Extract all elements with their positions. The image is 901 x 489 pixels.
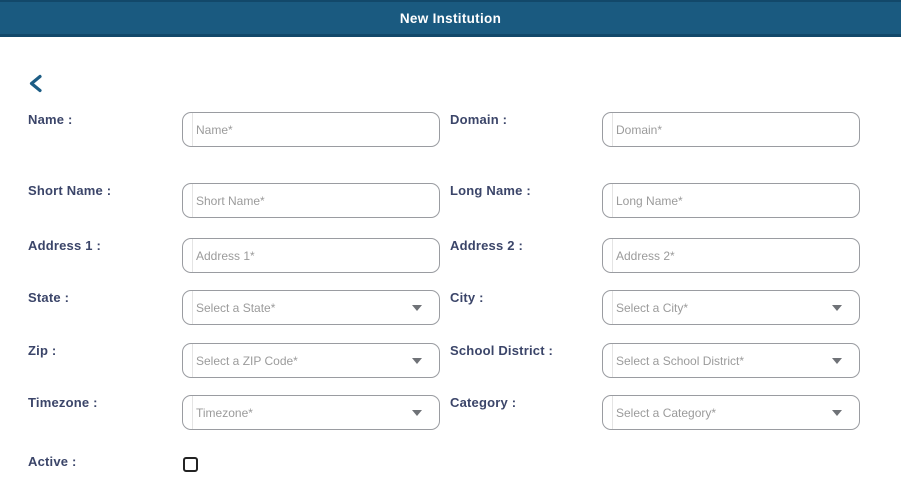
back-button[interactable]	[22, 72, 48, 98]
school-district-field-wrap: Select a School District*	[602, 343, 860, 378]
zip-label: Zip :	[28, 343, 57, 358]
form-row-timezone-category: Timezone : Timezone* Category : Select a…	[28, 395, 860, 430]
address2-field-wrap	[602, 238, 860, 273]
short-name-field-wrap	[182, 183, 440, 218]
long-name-field-wrap	[602, 183, 860, 218]
active-checkbox[interactable]	[183, 457, 198, 472]
short-name-label: Short Name :	[28, 183, 112, 198]
timezone-select[interactable]: Timezone*	[182, 395, 440, 430]
school-district-select-value: Select a School District*	[616, 353, 745, 368]
city-label: City :	[450, 290, 484, 305]
state-select-value: Select a State*	[196, 300, 276, 315]
timezone-label: Timezone :	[28, 395, 98, 410]
caret-down-icon	[832, 357, 842, 364]
form-row-name-domain: Name : Domain :	[28, 112, 860, 147]
school-district-label: School District :	[450, 343, 554, 358]
short-name-input[interactable]	[182, 183, 440, 218]
form-row-address: Address 1 : Address 2 :	[28, 238, 860, 273]
city-select-value: Select a City*	[616, 300, 689, 315]
caret-down-icon	[412, 304, 422, 311]
caret-down-icon	[412, 357, 422, 364]
state-select[interactable]: Select a State*	[182, 290, 440, 325]
form-row-state-city: State : Select a State* City : Select a …	[28, 290, 860, 325]
name-field-wrap	[182, 112, 440, 147]
address1-input[interactable]	[182, 238, 440, 273]
form-row-active: Active :	[28, 454, 860, 477]
zip-select[interactable]: Select a ZIP Code*	[182, 343, 440, 378]
address1-field-wrap	[182, 238, 440, 273]
form-row-shortname-longname: Short Name : Long Name :	[28, 183, 860, 218]
page-title: New Institution	[399, 10, 502, 26]
category-field-wrap: Select a Category*	[602, 395, 860, 430]
caret-down-icon	[412, 409, 422, 416]
city-select[interactable]: Select a City*	[602, 290, 860, 325]
name-input[interactable]	[182, 112, 440, 147]
long-name-label: Long Name :	[450, 183, 531, 198]
category-select[interactable]: Select a Category*	[602, 395, 860, 430]
category-select-value: Select a Category*	[616, 405, 717, 420]
domain-label: Domain :	[450, 112, 508, 127]
timezone-select-value: Timezone*	[196, 405, 253, 420]
chevron-left-icon	[27, 74, 44, 96]
long-name-input[interactable]	[602, 183, 860, 218]
category-label: Category :	[450, 395, 517, 410]
domain-field-wrap	[602, 112, 860, 147]
zip-field-wrap: Select a ZIP Code*	[182, 343, 440, 378]
timezone-field-wrap: Timezone*	[182, 395, 440, 430]
caret-down-icon	[832, 304, 842, 311]
city-field-wrap: Select a City*	[602, 290, 860, 325]
address1-label: Address 1 :	[28, 238, 102, 253]
zip-select-value: Select a ZIP Code*	[196, 353, 298, 368]
school-district-select[interactable]: Select a School District*	[602, 343, 860, 378]
caret-down-icon	[832, 409, 842, 416]
domain-input[interactable]	[602, 112, 860, 147]
address2-label: Address 2 :	[450, 238, 524, 253]
form-row-zip-district: Zip : Select a ZIP Code* School District…	[28, 343, 860, 378]
active-label: Active :	[28, 454, 77, 469]
state-label: State :	[28, 290, 70, 305]
address2-input[interactable]	[602, 238, 860, 273]
name-label: Name :	[28, 112, 73, 127]
state-field-wrap: Select a State*	[182, 290, 440, 325]
page-header: New Institution	[0, 0, 901, 37]
new-institution-form: Name : Domain : Short Name : Long Name :…	[28, 112, 860, 477]
active-checkbox-wrap	[182, 454, 440, 477]
